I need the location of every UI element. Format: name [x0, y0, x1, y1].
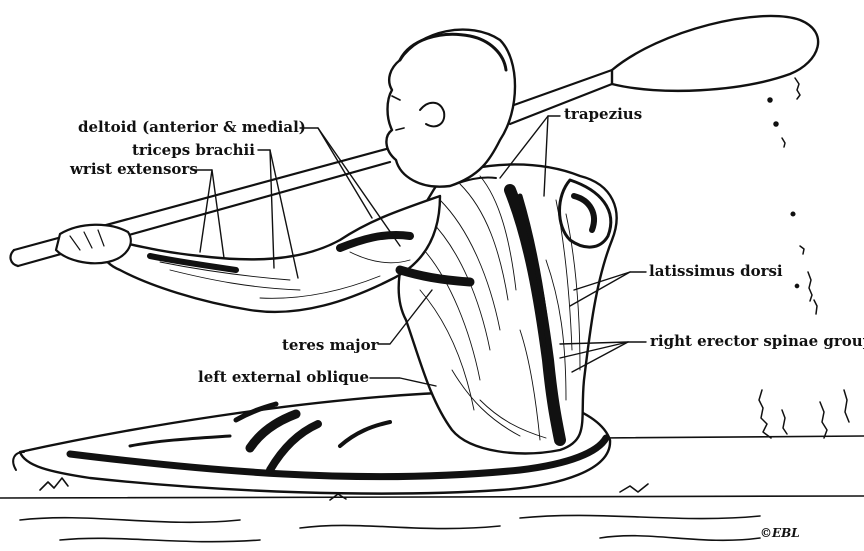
label-right-erector-spinae: right erector spinae group	[650, 334, 864, 349]
label-trapezius: trapezius	[564, 107, 642, 122]
label-wrist-extensors: wrist extensors	[70, 162, 198, 177]
label-triceps-brachii: triceps brachii	[132, 143, 255, 158]
label-teres-major: teres major	[282, 338, 379, 353]
water-splash	[759, 78, 849, 438]
label-latissimus-dorsi: latissimus dorsi	[649, 264, 783, 279]
label-deltoid: deltoid (anterior & medial)	[78, 120, 306, 135]
hand	[56, 225, 131, 264]
artist-signature: ©EBL	[760, 527, 800, 539]
label-left-external-oblique: left external oblique	[198, 370, 369, 385]
head	[386, 30, 515, 187]
